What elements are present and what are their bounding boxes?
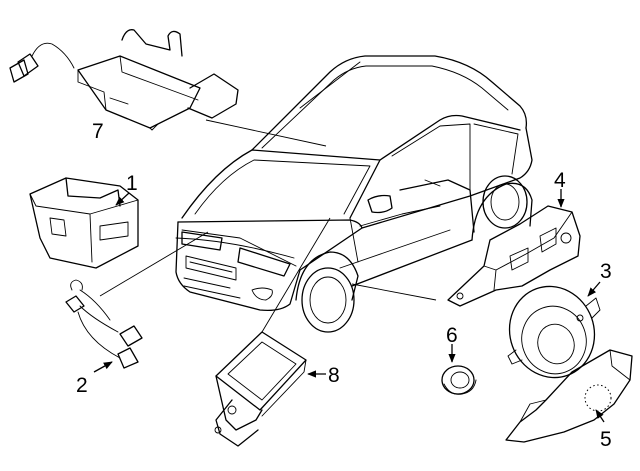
callout-2: 2 (76, 374, 88, 397)
part-4-bracket[interactable] (447, 205, 581, 307)
callout-4: 4 (554, 169, 566, 192)
callout-7: 7 (92, 120, 104, 143)
part-8-module[interactable] (214, 331, 307, 447)
callout-8: 8 (328, 364, 340, 387)
callout-1: 1 (126, 172, 138, 195)
part-6-grommet[interactable] (441, 365, 477, 395)
part-2-wiring-harness[interactable] (65, 279, 143, 369)
callout-3: 3 (600, 260, 612, 283)
vehicle-illustration (175, 55, 533, 333)
part-1-bracket[interactable] (29, 177, 139, 269)
part-3-sounder[interactable] (497, 274, 607, 389)
callout-5: 5 (600, 428, 612, 451)
part-7-control-module[interactable] (9, 29, 239, 131)
callout-6: 6 (446, 324, 458, 347)
part-5-cover[interactable] (505, 349, 633, 443)
